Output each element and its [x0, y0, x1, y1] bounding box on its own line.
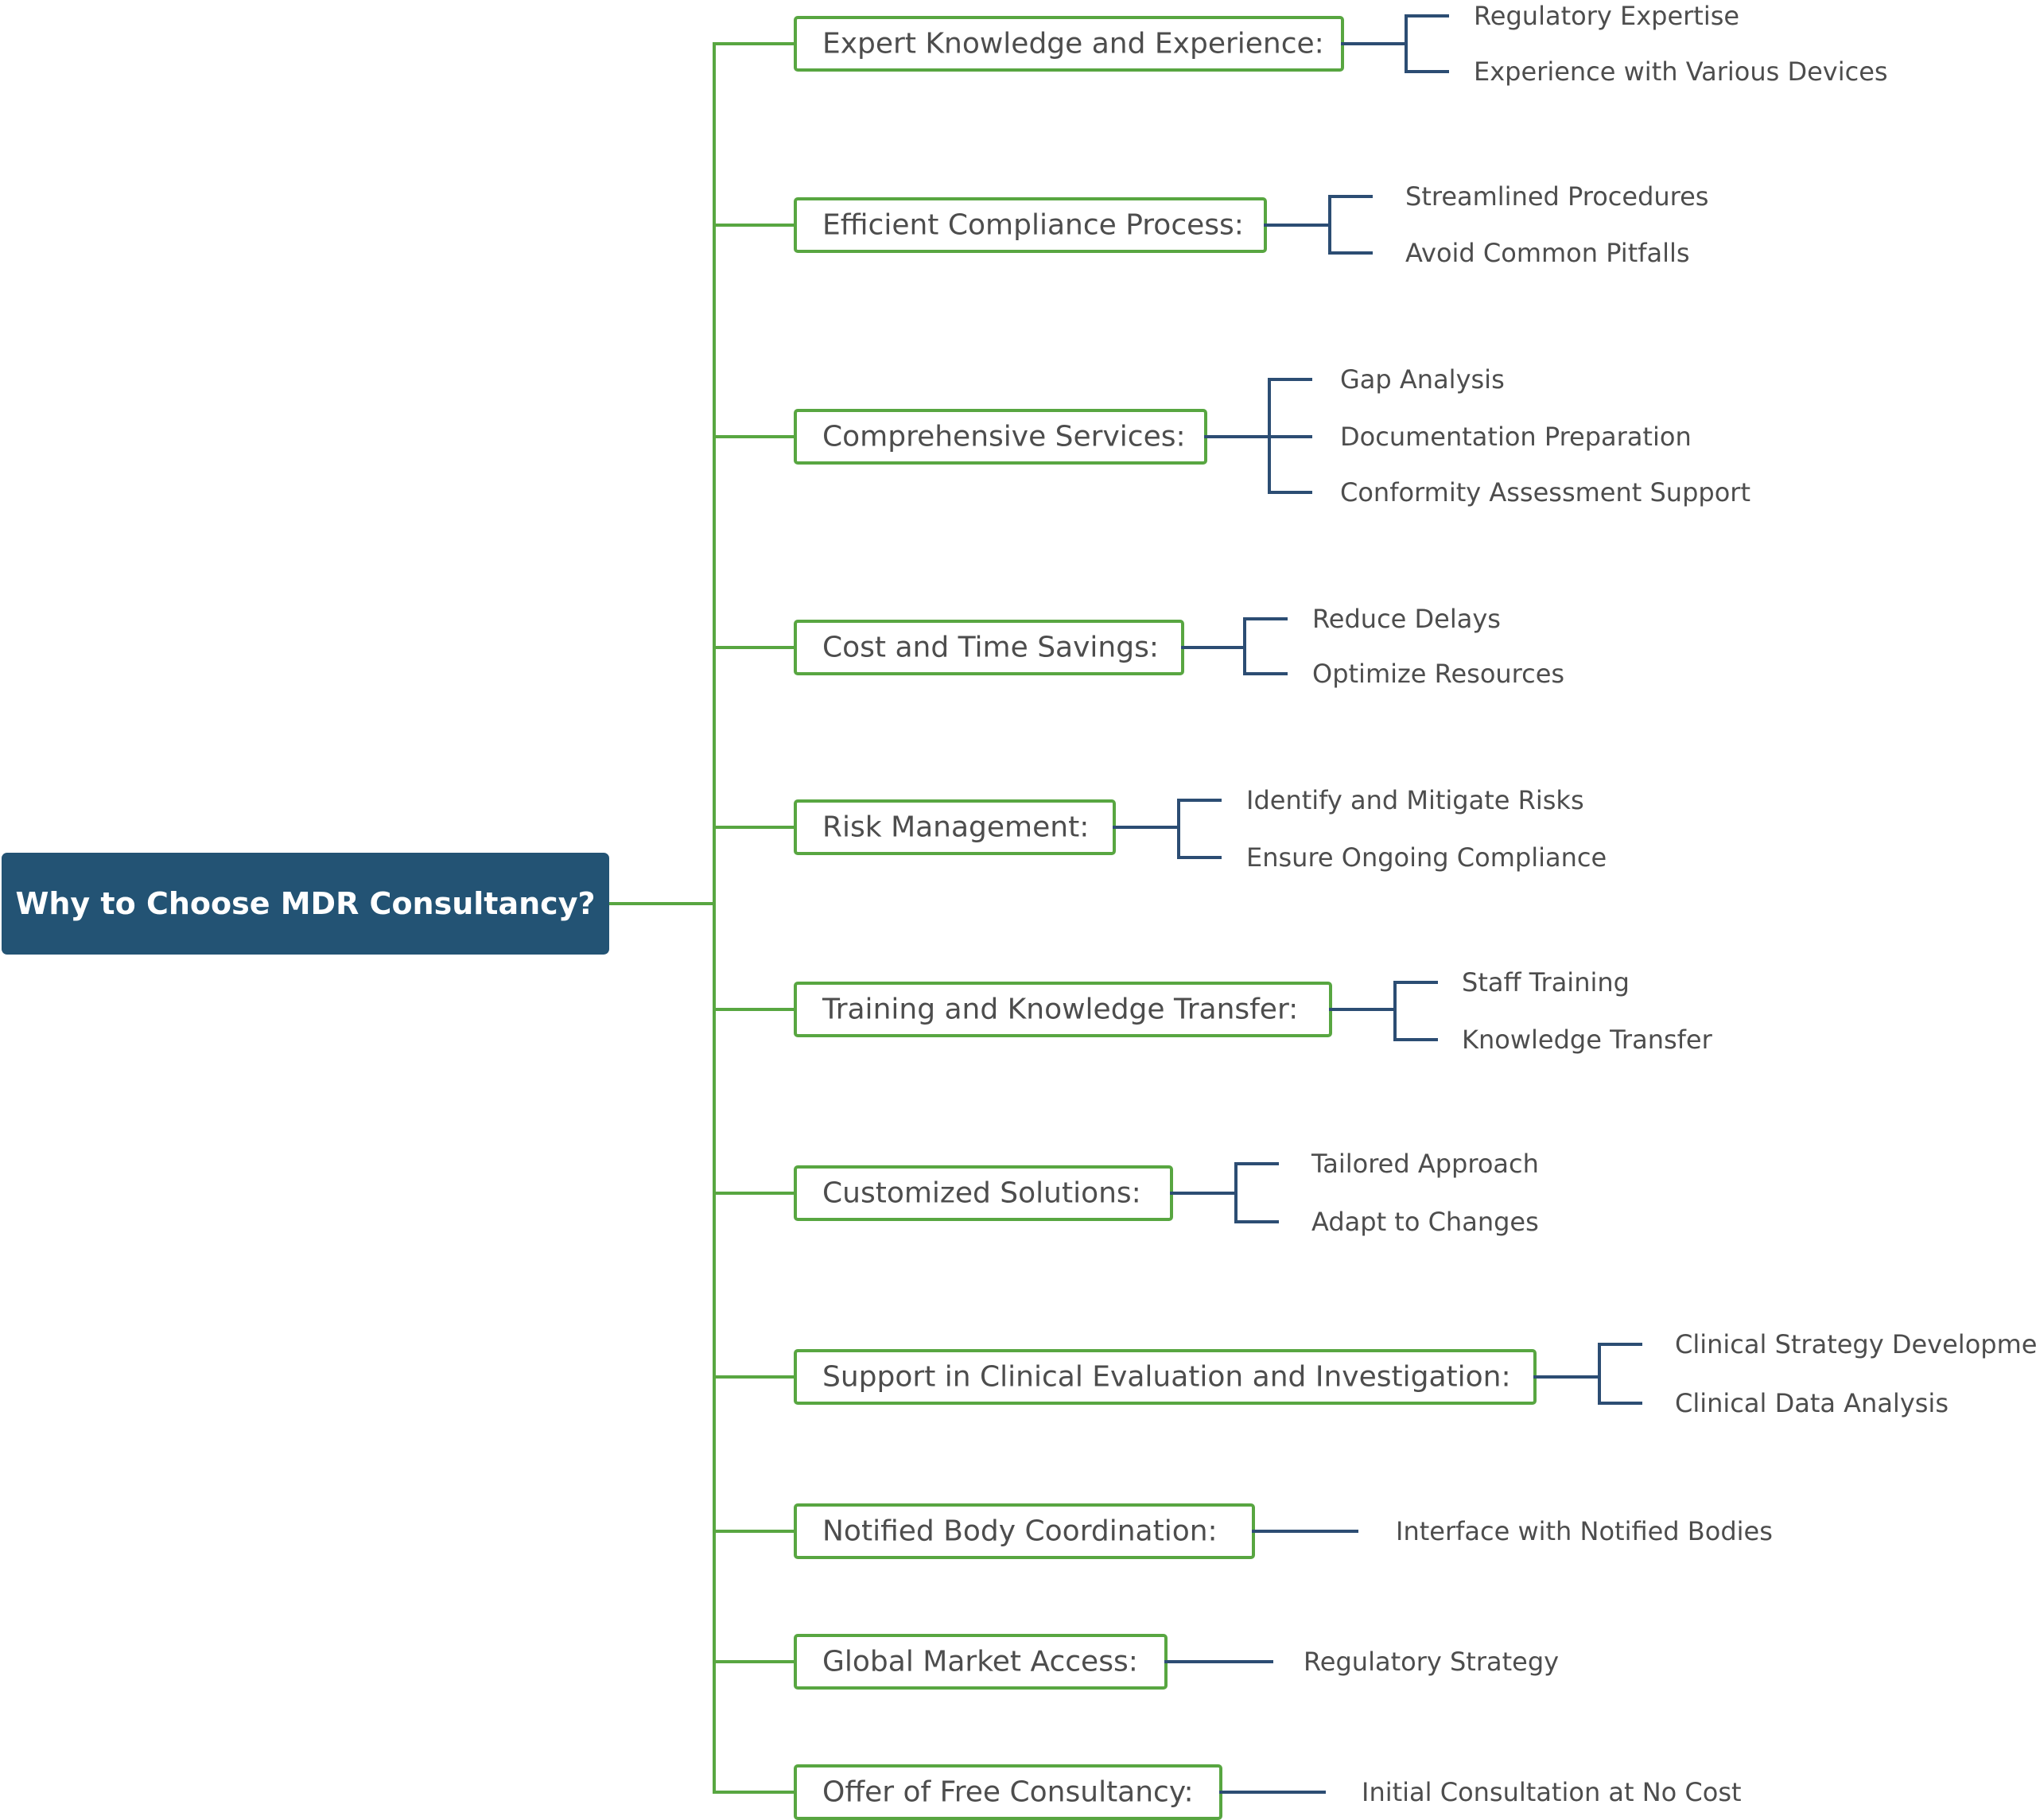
category-label: Global Market Access: [822, 1646, 1138, 1678]
leaf-label: Tailored Approach [1311, 1149, 1539, 1179]
category-label: Support in Clinical Evaluation and Inves… [822, 1361, 1511, 1394]
category-node: Comprehensive Services: Gap AnalysisDocum… [794, 364, 1750, 508]
leaf-label: Gap Analysis [1340, 364, 1505, 395]
leaf-label: Optimize Resources [1312, 659, 1564, 689]
leaf-label: Interface with Notified Bodies [1396, 1516, 1773, 1546]
leaf-label: Streamlined Procedures [1405, 181, 1708, 212]
leaf-label: Identify and Mitigate Risks [1246, 785, 1584, 815]
leaf-label: Reduce Delays [1312, 604, 1501, 634]
leaf-label: Documentation Preparation [1340, 422, 1692, 452]
leaf-label: Regulatory Strategy [1304, 1647, 1559, 1677]
category-label: Risk Management: [822, 811, 1089, 844]
category-nodes: Expert Knowledge and Experience: Regulato… [794, 1, 2036, 1820]
leaf-label: Staff Training [1462, 967, 1630, 998]
root-title: Why to Choose MDR Consultancy? [15, 886, 595, 921]
leaf-label: Initial Consultation at No Cost [1362, 1777, 1742, 1807]
leaf-label: Adapt to Changes [1311, 1207, 1539, 1237]
leaf-label: Ensure Ongoing Compliance [1246, 842, 1607, 873]
category-node: Global Market Access: Regulatory Strategy [794, 1634, 1559, 1690]
category-node: Notified Body Coordination: Interface wit… [794, 1503, 1773, 1559]
category-node: Risk Management: Identify and Mitigate Ri… [794, 785, 1607, 873]
leaf-label: Conformity Assessment Support [1340, 477, 1750, 508]
category-label: Efficient Compliance Process: [822, 209, 1244, 242]
category-node: Training and Knowledge Transfer: Staff Tr… [794, 967, 1713, 1055]
root-node: Why to Choose MDR Consultancy? [2, 853, 609, 955]
category-label: Notified Body Coordination: [822, 1515, 1218, 1548]
category-node: Expert Knowledge and Experience: Regulato… [794, 1, 1888, 87]
category-label: Comprehensive Services: [822, 421, 1186, 453]
leaf-label: Regulatory Expertise [1474, 1, 1739, 31]
leaf-label: Avoid Common Pitfalls [1405, 238, 1690, 268]
category-node: Efficient Compliance Process: Streamlined… [794, 181, 1708, 268]
category-label: Customized Solutions: [822, 1177, 1141, 1210]
leaf-label: Knowledge Transfer [1462, 1025, 1713, 1055]
category-label: Offer of Free Consultancy: [822, 1776, 1194, 1809]
category-node: Cost and Time Savings: Reduce DelaysOptim… [794, 604, 1564, 689]
category-label: Training and Knowledge Transfer: [822, 994, 1298, 1026]
root-box [2, 853, 609, 955]
category-node: Offer of Free Consultancy: Initial Consul… [794, 1764, 1742, 1820]
leaf-label: Clinical Strategy Development [1675, 1329, 2036, 1359]
leaf-label: Experience with Various Devices [1474, 56, 1888, 87]
category-label: Cost and Time Savings: [822, 632, 1159, 664]
category-label: Expert Knowledge and Experience: [822, 28, 1324, 60]
connector-lines [608, 42, 797, 1794]
leaf-label: Clinical Data Analysis [1675, 1388, 1949, 1418]
category-node: Support in Clinical Evaluation and Inves… [794, 1329, 2036, 1418]
category-node: Customized Solutions: Tailored ApproachAd… [794, 1149, 1539, 1237]
